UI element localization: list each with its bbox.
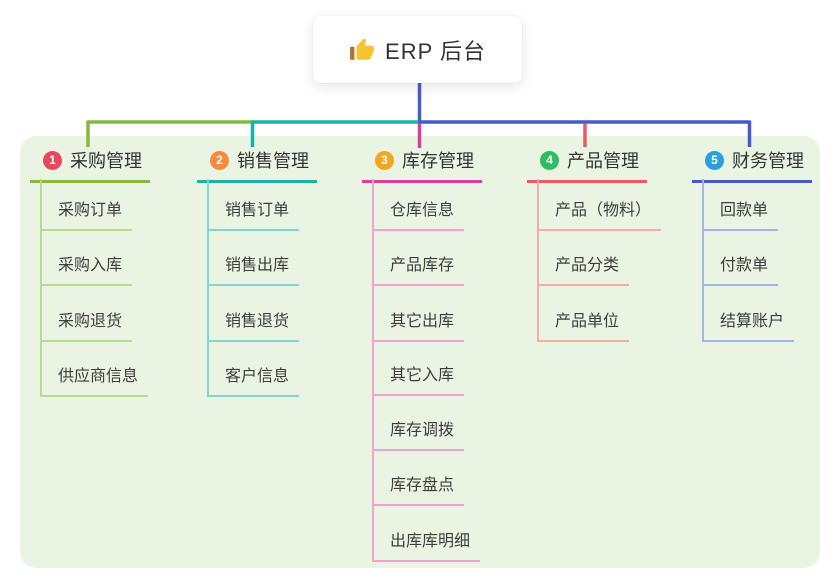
child-node-purchase-order[interactable]: 采购订单: [40, 200, 133, 231]
child-node-product-unit[interactable]: 产品单位: [537, 311, 630, 342]
child-node-sales-outbound[interactable]: 销售出库: [207, 255, 300, 286]
branch-number-badge: 2: [210, 150, 229, 170]
mindmap-background-panel: [20, 136, 820, 568]
child-node-stock-check[interactable]: 库存盘点: [372, 475, 465, 506]
branch-node-sales[interactable]: 2 销售管理: [197, 147, 317, 183]
child-node-product-stock[interactable]: 产品库存: [372, 255, 465, 286]
thumbs-up-icon: [349, 37, 375, 63]
branch-trunk-line: [537, 179, 539, 342]
child-node-sales-order[interactable]: 销售订单: [207, 200, 300, 231]
branch-label: 采购管理: [70, 151, 142, 171]
branch-number-badge: 5: [705, 150, 724, 170]
child-node-settlement-account[interactable]: 结算账户: [702, 311, 795, 342]
child-node-payment-bill[interactable]: 付款单: [702, 255, 779, 286]
branch-number-badge: 4: [540, 150, 559, 170]
child-node-other-inbound[interactable]: 其它入库: [372, 365, 465, 396]
child-node-stock-transfer[interactable]: 库存调拨: [372, 420, 465, 451]
child-node-product-material[interactable]: 产品（物料）: [537, 200, 662, 231]
branch-number-badge: 3: [375, 150, 394, 170]
branch-node-purchase[interactable]: 1 采购管理: [30, 147, 150, 183]
root-node-label: ERP 后台: [385, 38, 486, 64]
branch-trunk-line: [372, 179, 374, 562]
child-node-purchase-inbound[interactable]: 采购入库: [40, 255, 133, 286]
child-node-warehouse-info[interactable]: 仓库信息: [372, 200, 465, 231]
branch-node-finance[interactable]: 5 财务管理: [692, 147, 812, 183]
child-node-product-category[interactable]: 产品分类: [537, 255, 630, 286]
branch-label: 库存管理: [402, 151, 474, 171]
child-node-sales-return[interactable]: 销售退货: [207, 311, 300, 342]
branch-number-badge: 1: [43, 150, 62, 170]
branch-trunk-line: [702, 179, 704, 342]
branch-node-product[interactable]: 4 产品管理: [527, 147, 647, 183]
child-node-outbound-detail[interactable]: 出库库明细: [372, 531, 481, 562]
child-node-purchase-return[interactable]: 采购退货: [40, 311, 133, 342]
child-node-supplier-info[interactable]: 供应商信息: [40, 366, 149, 397]
branch-label: 财务管理: [732, 151, 804, 171]
child-node-customer-info[interactable]: 客户信息: [207, 366, 300, 397]
child-node-receipt-bill[interactable]: 回款单: [702, 200, 779, 231]
branch-trunk-line: [40, 179, 42, 397]
branch-node-inventory[interactable]: 3 库存管理: [362, 147, 482, 183]
branch-label: 销售管理: [237, 151, 309, 171]
child-node-other-outbound[interactable]: 其它出库: [372, 311, 465, 342]
branch-trunk-line: [207, 179, 209, 397]
branch-label: 产品管理: [567, 151, 639, 171]
root-node-erp[interactable]: ERP 后台: [313, 16, 522, 83]
